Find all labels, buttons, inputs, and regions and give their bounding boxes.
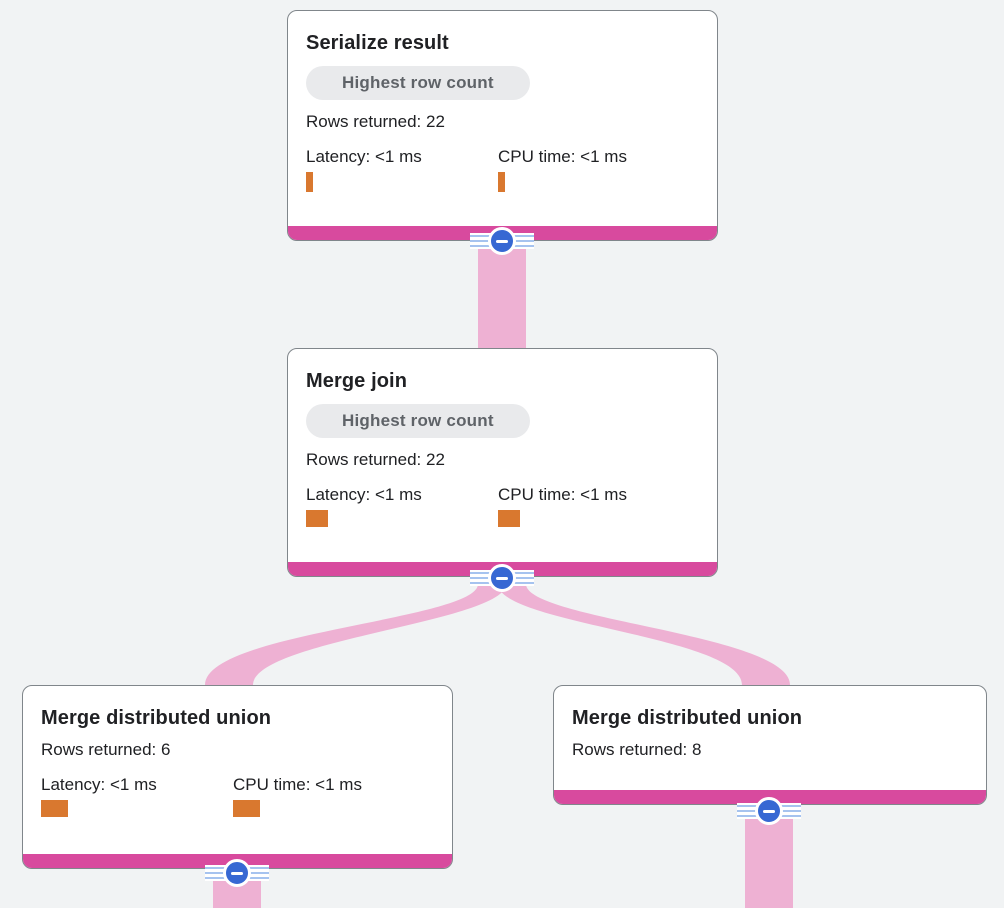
collapse-minus-icon <box>231 871 243 875</box>
metrics-row: Latency: <1 ms CPU time: <1 ms <box>306 147 699 192</box>
node-card-merge-join[interactable]: Merge join Highest row count Rows return… <box>287 348 718 577</box>
metrics-row: Latency: <1 ms CPU time: <1 ms <box>41 775 434 817</box>
cpu-metric: CPU time: <1 ms <box>498 485 699 527</box>
node-title: Merge distributed union <box>572 707 803 729</box>
collapse-button[interactable] <box>488 227 516 255</box>
connector-union-right <box>737 797 801 825</box>
collapse-minus-icon <box>496 239 508 243</box>
latency-label: Latency: <1 ms <box>306 485 422 504</box>
node-title: Merge join <box>306 370 408 392</box>
connector-serialize-result <box>470 227 534 255</box>
collapse-minus-icon <box>763 809 775 813</box>
node-card-serialize-result[interactable]: Serialize result Highest row count Rows … <box>287 10 718 241</box>
flow-edge-mergejoin-to-left-union <box>205 584 506 685</box>
cpu-time-label: CPU time: <1 ms <box>233 775 362 794</box>
rows-returned-text: Rows returned: 6 <box>41 740 171 759</box>
cpu-time-bar <box>233 800 260 817</box>
node-title: Merge distributed union <box>41 707 272 729</box>
highest-row-count-badge: Highest row count <box>306 404 530 438</box>
connector-merge-join <box>470 564 534 592</box>
latency-metric: Latency: <1 ms <box>306 147 498 192</box>
collapse-button[interactable] <box>488 564 516 592</box>
node-title: Serialize result <box>306 32 449 54</box>
node-card-merge-distributed-union-right[interactable]: Merge distributed union Rows returned: 8 <box>553 685 987 805</box>
rows-returned-text: Rows returned: 8 <box>572 740 702 759</box>
latency-bar <box>41 800 68 817</box>
highest-row-count-badge: Highest row count <box>306 66 530 100</box>
metrics-row: Latency: <1 ms CPU time: <1 ms <box>306 485 699 527</box>
connector-union-left <box>205 859 269 887</box>
cpu-time-label: CPU time: <1 ms <box>498 147 627 166</box>
node-card-merge-distributed-union-left[interactable]: Merge distributed union Rows returned: 6… <box>22 685 453 869</box>
latency-label: Latency: <1 ms <box>306 147 422 166</box>
cpu-time-bar <box>498 510 520 527</box>
latency-bar <box>306 172 313 192</box>
latency-metric: Latency: <1 ms <box>41 775 233 817</box>
cpu-metric: CPU time: <1 ms <box>498 147 699 192</box>
rows-returned-text: Rows returned: 22 <box>306 450 445 469</box>
collapse-minus-icon <box>496 576 508 580</box>
rows-returned-text: Rows returned: 22 <box>306 112 445 131</box>
cpu-time-label: CPU time: <1 ms <box>498 485 627 504</box>
latency-label: Latency: <1 ms <box>41 775 157 794</box>
flow-edge-below-right-union <box>745 801 793 908</box>
cpu-time-bar <box>498 172 505 192</box>
cpu-metric: CPU time: <1 ms <box>233 775 434 817</box>
flow-edge-mergejoin-to-right-union <box>498 584 790 685</box>
flow-edge-serialize-to-mergejoin <box>478 236 526 350</box>
latency-metric: Latency: <1 ms <box>306 485 498 527</box>
collapse-button[interactable] <box>223 859 251 887</box>
collapse-button[interactable] <box>755 797 783 825</box>
latency-bar <box>306 510 328 527</box>
